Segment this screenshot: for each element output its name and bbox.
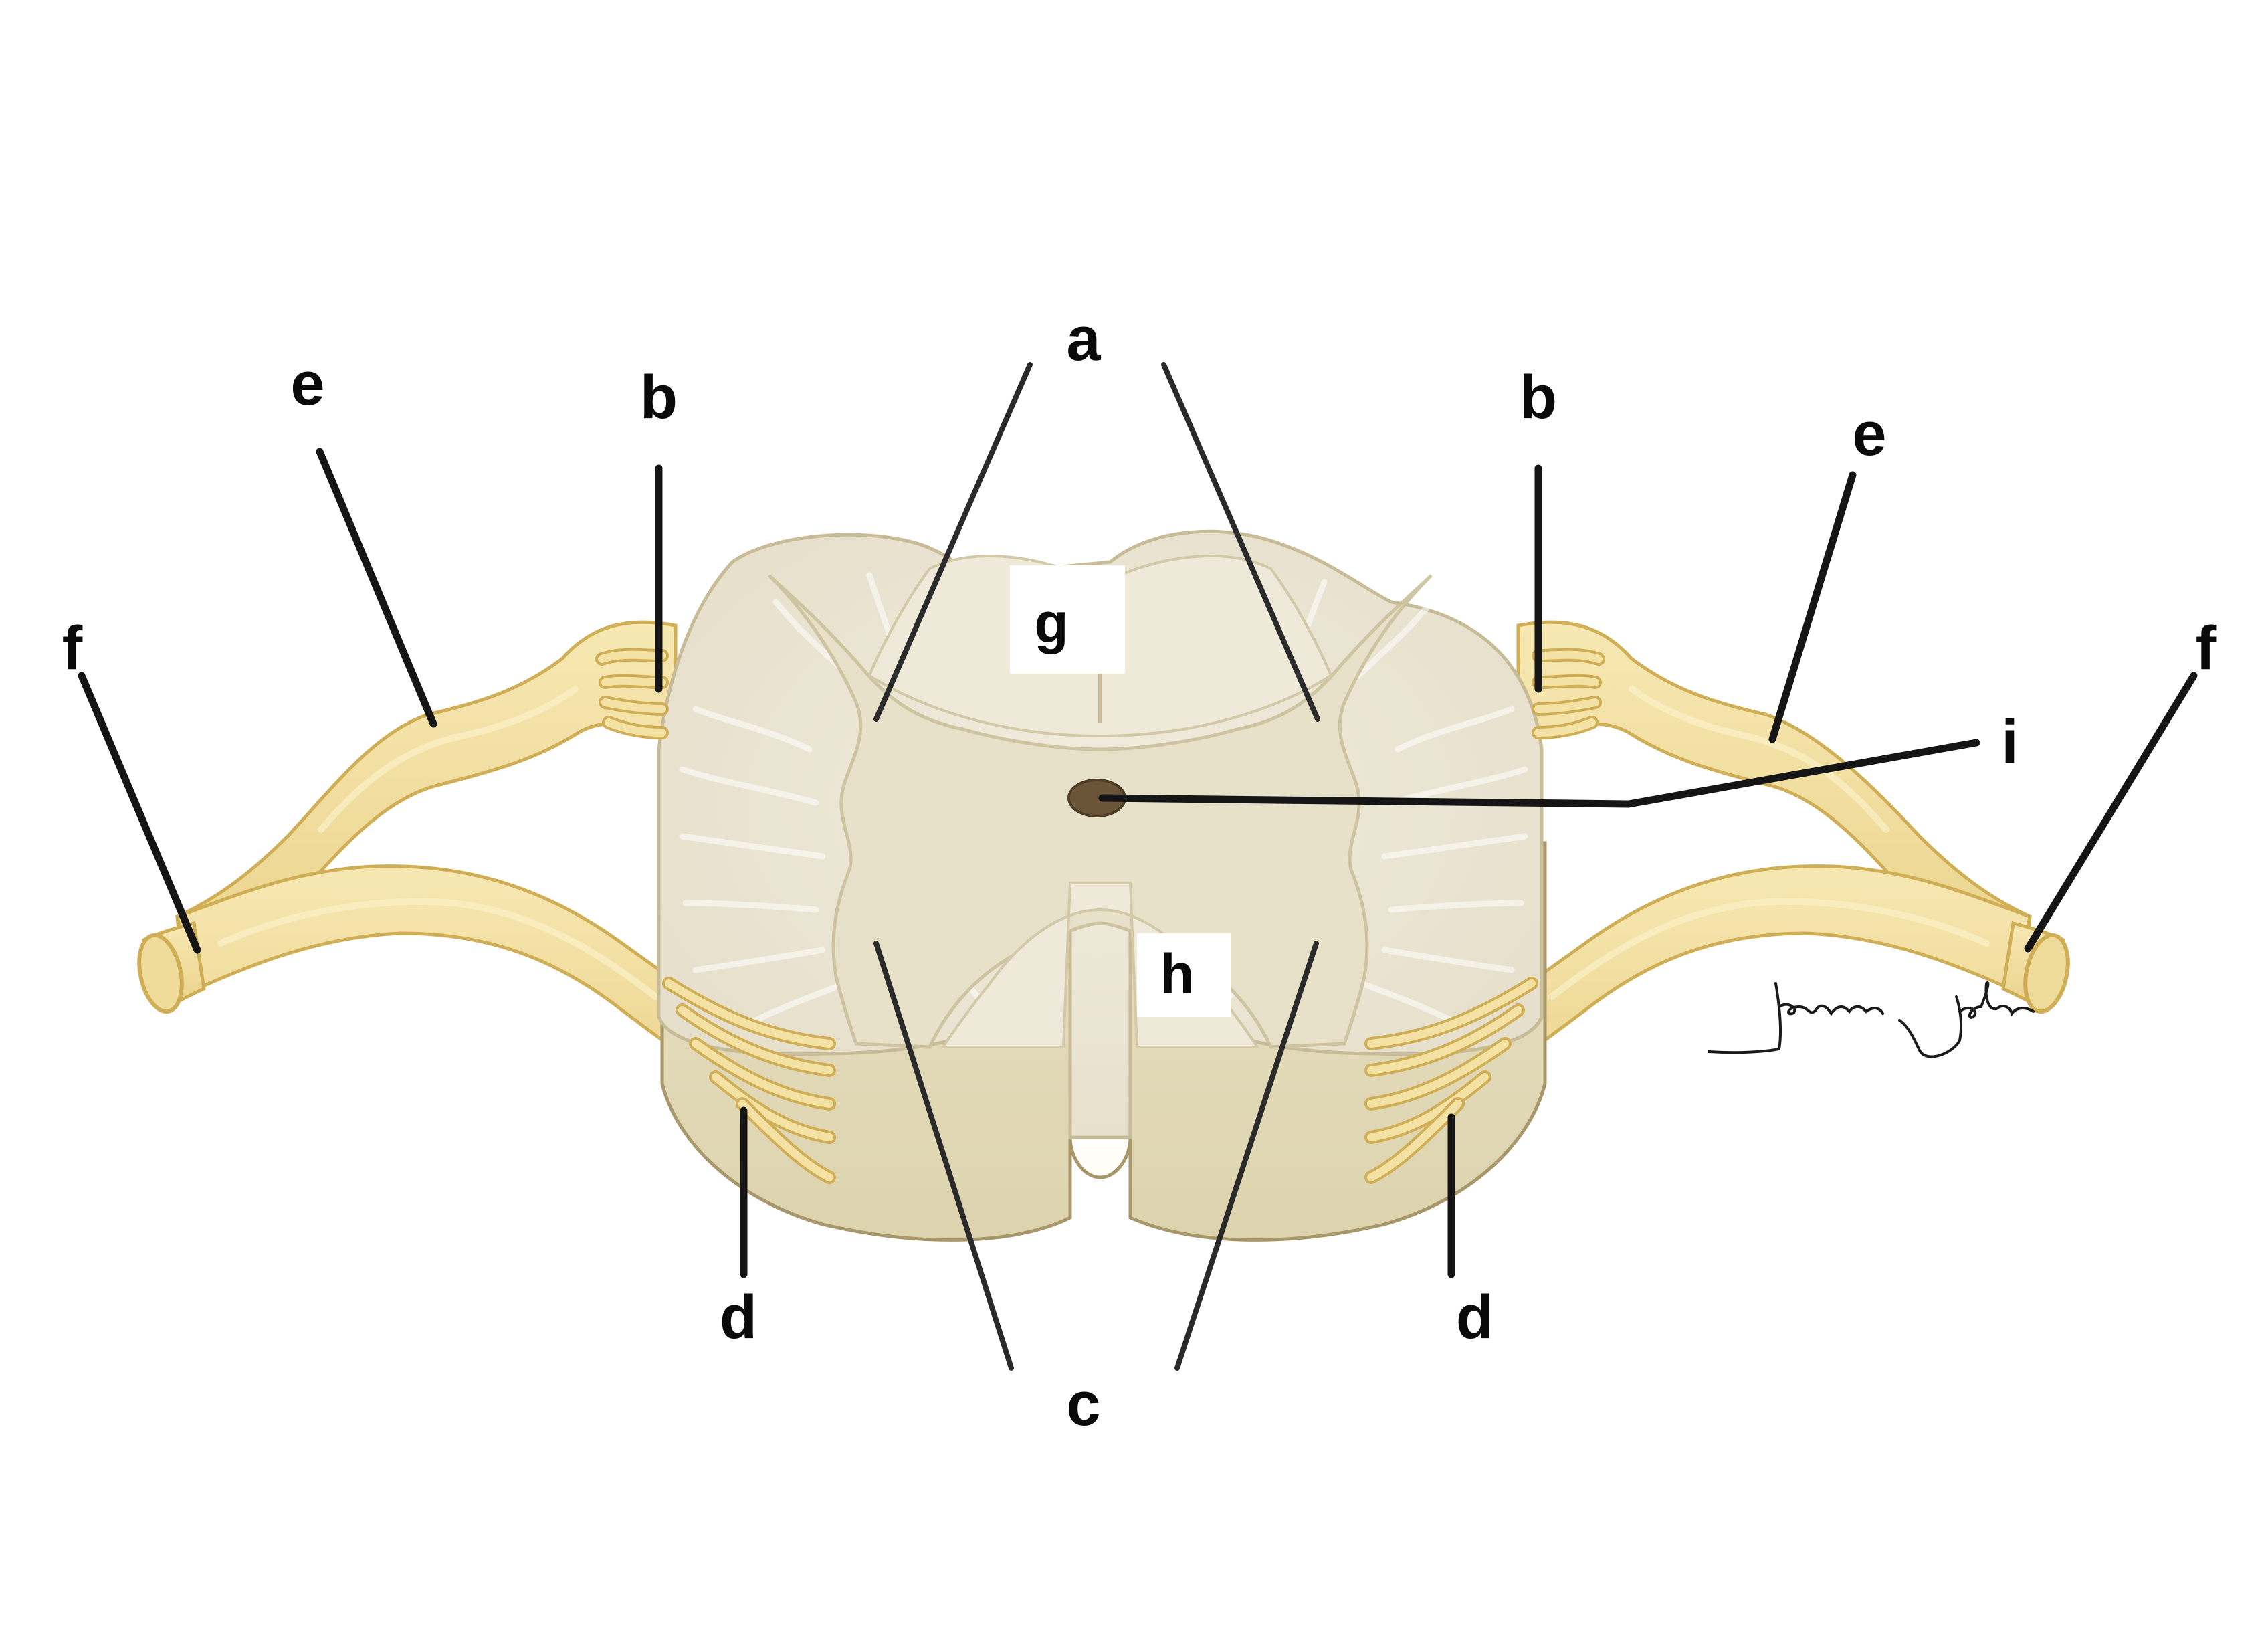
label-i: i bbox=[2001, 708, 2019, 776]
leader-e-left bbox=[316, 448, 437, 728]
label-g: g bbox=[1034, 591, 1068, 654]
cord-cross-section bbox=[657, 529, 1544, 1139]
right-ventral-root-highlight bbox=[1548, 898, 1990, 1000]
label-box-h bbox=[1137, 933, 1231, 1017]
left-ganglion-highlight bbox=[318, 686, 579, 833]
left-ventral-root-highlight bbox=[217, 898, 659, 1000]
right-dorsal-rootlets bbox=[1532, 648, 1605, 739]
label-h: h bbox=[1160, 943, 1194, 1005]
label-d-right: d bbox=[1456, 1283, 1493, 1351]
leader-c-left bbox=[873, 941, 1014, 1371]
right-ventral-rootlets bbox=[1364, 977, 1538, 1184]
label-a: a bbox=[1066, 305, 1101, 373]
label-c: c bbox=[1066, 1370, 1100, 1438]
label-e-right: e bbox=[1852, 400, 1886, 468]
leader-e-right bbox=[1768, 471, 1857, 743]
leader-a-right bbox=[1161, 362, 1320, 722]
label-b-left: b bbox=[640, 363, 678, 431]
label-d-left: d bbox=[720, 1283, 757, 1351]
leader-c-right bbox=[1174, 941, 1319, 1371]
left-nerve-cut-end bbox=[137, 933, 184, 1014]
label-e-left: e bbox=[290, 350, 324, 418]
labels: a b b c d d e e f f g h i bbox=[62, 305, 2217, 1438]
right-ganglion-highlight bbox=[1629, 686, 1889, 833]
label-f-left: f bbox=[62, 614, 83, 682]
right-nerve-cut-end bbox=[2023, 933, 2070, 1014]
leader-i bbox=[1098, 739, 1980, 808]
label-f-right: f bbox=[2196, 614, 2217, 682]
leader-a-left bbox=[873, 362, 1033, 722]
leader-f-left bbox=[78, 672, 201, 954]
left-ventral-rootlets bbox=[662, 977, 836, 1184]
leader-f-right bbox=[2024, 672, 2198, 953]
label-b-right: b bbox=[1520, 363, 1557, 431]
leader-lines bbox=[78, 362, 2198, 1371]
label-box-g bbox=[1010, 565, 1125, 674]
artist-signature bbox=[1708, 981, 2035, 1058]
